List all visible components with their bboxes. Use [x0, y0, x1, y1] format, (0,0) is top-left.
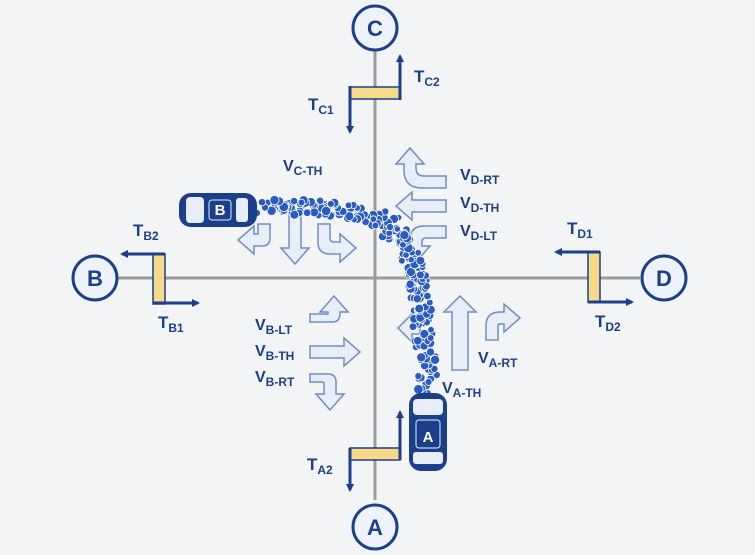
node-a-label: A: [367, 515, 383, 540]
node-c-label: C: [367, 16, 383, 41]
trajectory-dot: [371, 221, 380, 230]
trajectory-dot: [302, 208, 312, 218]
trajectory-dot: [414, 249, 422, 257]
trajectory-dot: [416, 270, 425, 280]
detector-b: [152, 253, 166, 305]
trajectory-dot: [426, 334, 435, 342]
trajectory-dot: [427, 326, 435, 334]
trajectory-dot: [297, 198, 306, 207]
trajectory-dot: [399, 230, 410, 241]
node-d-label: D: [656, 266, 672, 291]
trajectory-dot: [413, 384, 424, 395]
trajectory-dot: [269, 195, 280, 206]
trajectory-dot: [412, 294, 422, 304]
timer-d1-label: TD1: [567, 219, 593, 241]
trajectory-dot: [414, 372, 423, 381]
trajectory-dot: [369, 215, 378, 223]
vol-b-th-label: VB-TH: [255, 343, 294, 363]
move-b-th-arrow-icon: [309, 336, 362, 368]
move-c-th-arrow-icon: [279, 211, 311, 266]
vehicle-trajectory: [252, 195, 441, 400]
timer-c2-label: TC2: [414, 67, 440, 89]
detector-d: [587, 251, 601, 303]
trajectory-dot: [289, 210, 300, 220]
timer-c1-label: TC1: [308, 95, 334, 117]
vol-a-rt-label: VA-RT: [478, 350, 518, 370]
trajectory-dot: [408, 322, 418, 331]
trajectory-dot: [326, 199, 335, 208]
vol-a-th-label: VA-TH: [442, 380, 481, 400]
timer-b2-label: TB2: [133, 221, 159, 243]
trajectory-dot: [424, 378, 433, 386]
trajectory-dot: [344, 201, 353, 210]
trajectory-dot: [257, 198, 267, 207]
move-a-th-arrow-icon: [442, 294, 478, 371]
trajectory-dot: [430, 354, 441, 365]
detector-a: [349, 447, 401, 461]
trajectory-dot: [413, 336, 423, 346]
trajectory-dot: [289, 197, 299, 206]
trajectory-dot: [385, 222, 394, 231]
node-a: A: [351, 503, 399, 551]
vol-d-th-label: VD-TH: [460, 195, 499, 215]
trajectory-dot: [419, 329, 430, 339]
move-d-th-arrow-icon: [394, 190, 447, 222]
move-d-rt-arrow-icon: [394, 146, 447, 189]
timer-d2-label: TD2: [595, 312, 621, 334]
timer-a2-label: TA2: [307, 455, 333, 477]
move-b-lt-arrow-icon: [309, 294, 350, 323]
move-a-rt-arrow-icon: [485, 302, 522, 341]
vol-b-lt-label: VB-LT: [255, 317, 293, 337]
car-b-label: B: [215, 202, 226, 219]
move-c-rt-arrow-icon: [236, 223, 271, 256]
move-c-lt-arrow-icon: [317, 223, 358, 264]
node-b: B: [71, 254, 119, 302]
timer-b1-label: TB1: [158, 313, 184, 335]
node-b-label: B: [87, 266, 103, 291]
car-a-label: A: [423, 429, 434, 446]
trajectory-dot: [315, 196, 325, 206]
trajectory-dot: [398, 256, 406, 265]
node-d: D: [640, 254, 688, 302]
trajectory-dot: [415, 255, 426, 266]
vol-d-rt-label: VD-RT: [460, 167, 500, 187]
trajectory-dot: [414, 303, 425, 314]
node-c: C: [351, 4, 399, 52]
move-b-rt-arrow-icon: [309, 373, 346, 412]
trajectory-dot: [423, 291, 432, 301]
trajectory-dot: [407, 256, 415, 264]
trajectory-dot: [416, 352, 427, 363]
vol-d-lt-label: VD-LT: [460, 223, 498, 243]
car-a: A: [409, 393, 447, 471]
trajectory-dot: [320, 205, 332, 216]
detector-c: [349, 86, 401, 100]
car-b: B: [179, 193, 257, 227]
trajectory-dot: [393, 225, 401, 233]
vol-c-th-label: VC-TH: [283, 158, 322, 178]
trajectory-dot: [405, 279, 415, 289]
trajectory-dot: [344, 211, 355, 222]
trajectory-dot: [425, 347, 435, 357]
vol-b-rt-label: VB-RT: [255, 369, 295, 389]
